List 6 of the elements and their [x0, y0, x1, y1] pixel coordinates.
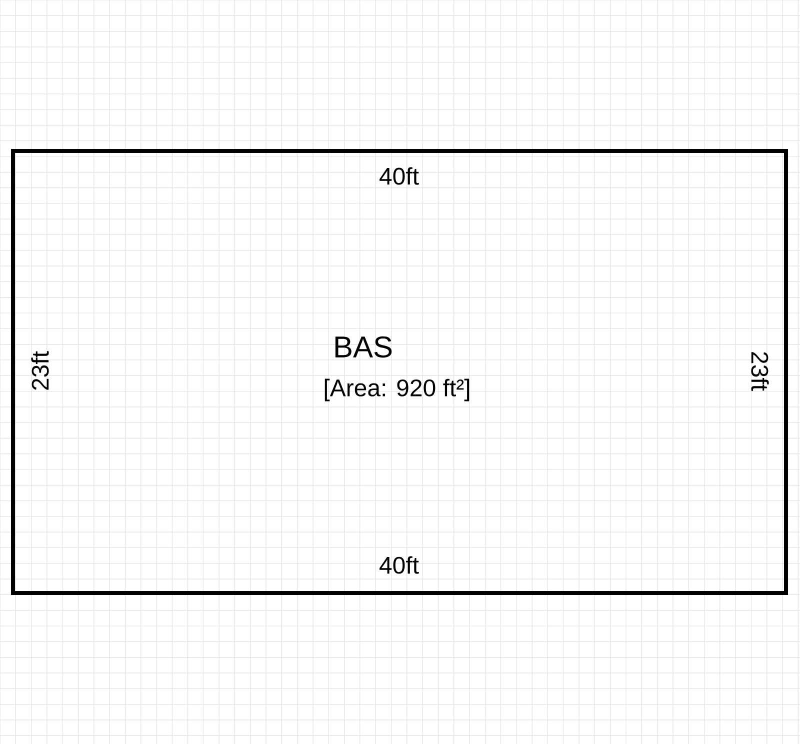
dimension-label: 40ft [380, 167, 419, 185]
area-text: [Area: 920 ft²] [324, 378, 470, 402]
room-name: BAS [335, 336, 392, 358]
dimension-label: 23ft [31, 351, 49, 390]
dimension-label: 23ft [751, 352, 769, 391]
dimension-label: 40ft [380, 556, 419, 574]
